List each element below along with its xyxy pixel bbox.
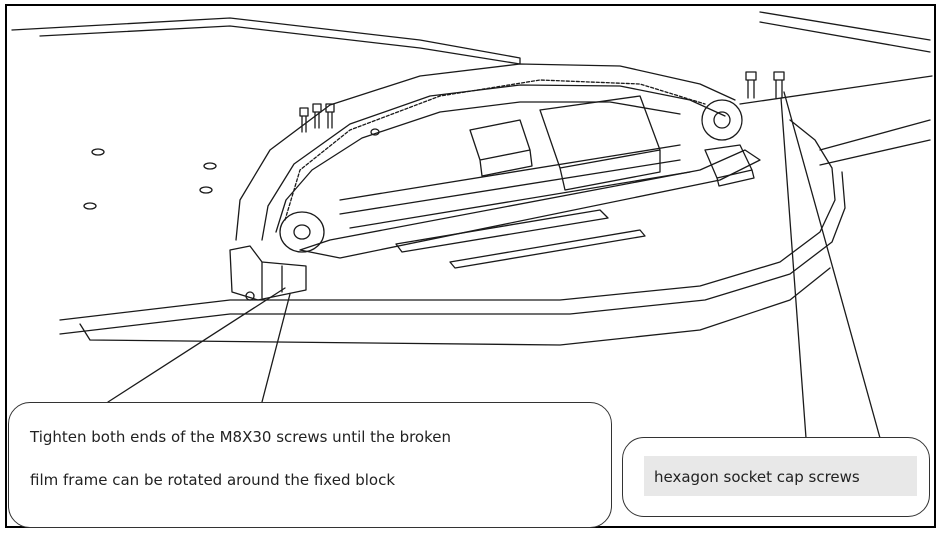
plate-hole-2 xyxy=(203,162,217,170)
guide-bar-2 xyxy=(449,229,646,269)
film-frame-rail xyxy=(339,144,691,229)
right-table-edge xyxy=(759,11,931,166)
fixed-screw xyxy=(245,291,255,301)
mechanism-block xyxy=(539,95,661,191)
instruction-line-2: film frame can be rotated around the fix… xyxy=(30,471,396,489)
rotary-base xyxy=(59,119,836,321)
cap-screws-label-background xyxy=(644,456,917,496)
base-plate-outline xyxy=(11,17,521,65)
right-motor-box xyxy=(704,144,755,187)
screw-right-2 xyxy=(773,71,785,99)
leader-left-1 xyxy=(107,287,286,403)
leader-left-2 xyxy=(261,293,291,403)
rotary-base-bottom xyxy=(79,267,831,346)
leader-right-3 xyxy=(739,75,933,105)
callout-screw-instruction xyxy=(8,402,612,528)
right-pulley-hub xyxy=(713,111,731,129)
carriage-block xyxy=(469,119,533,177)
leader-right-2 xyxy=(783,91,881,439)
arch-cover-inner xyxy=(261,84,726,241)
left-pulley-hub xyxy=(293,224,311,240)
screw-left-2 xyxy=(312,103,322,129)
screw-left-1 xyxy=(299,107,309,133)
plate-hole-5 xyxy=(370,128,380,136)
plate-hole-4 xyxy=(83,202,97,210)
leader-right-1 xyxy=(780,97,807,439)
left-block-inner xyxy=(261,261,283,299)
right-pulley xyxy=(701,99,743,141)
arch-cover-outer xyxy=(235,63,736,241)
plate-hole-1 xyxy=(91,148,105,156)
screw-left-3 xyxy=(325,103,335,129)
cap-screws-label: hexagon socket cap screws xyxy=(654,468,860,486)
film-frame xyxy=(299,149,761,259)
left-pulley xyxy=(279,211,325,253)
plate-hole-3 xyxy=(199,186,213,194)
belt xyxy=(284,79,706,221)
left-block xyxy=(229,245,307,301)
instruction-line-1: Tighten both ends of the M8X30 screws un… xyxy=(30,428,451,446)
guide-bar xyxy=(395,209,609,253)
rotary-base-lower xyxy=(59,171,846,335)
screw-right-1 xyxy=(745,71,757,99)
